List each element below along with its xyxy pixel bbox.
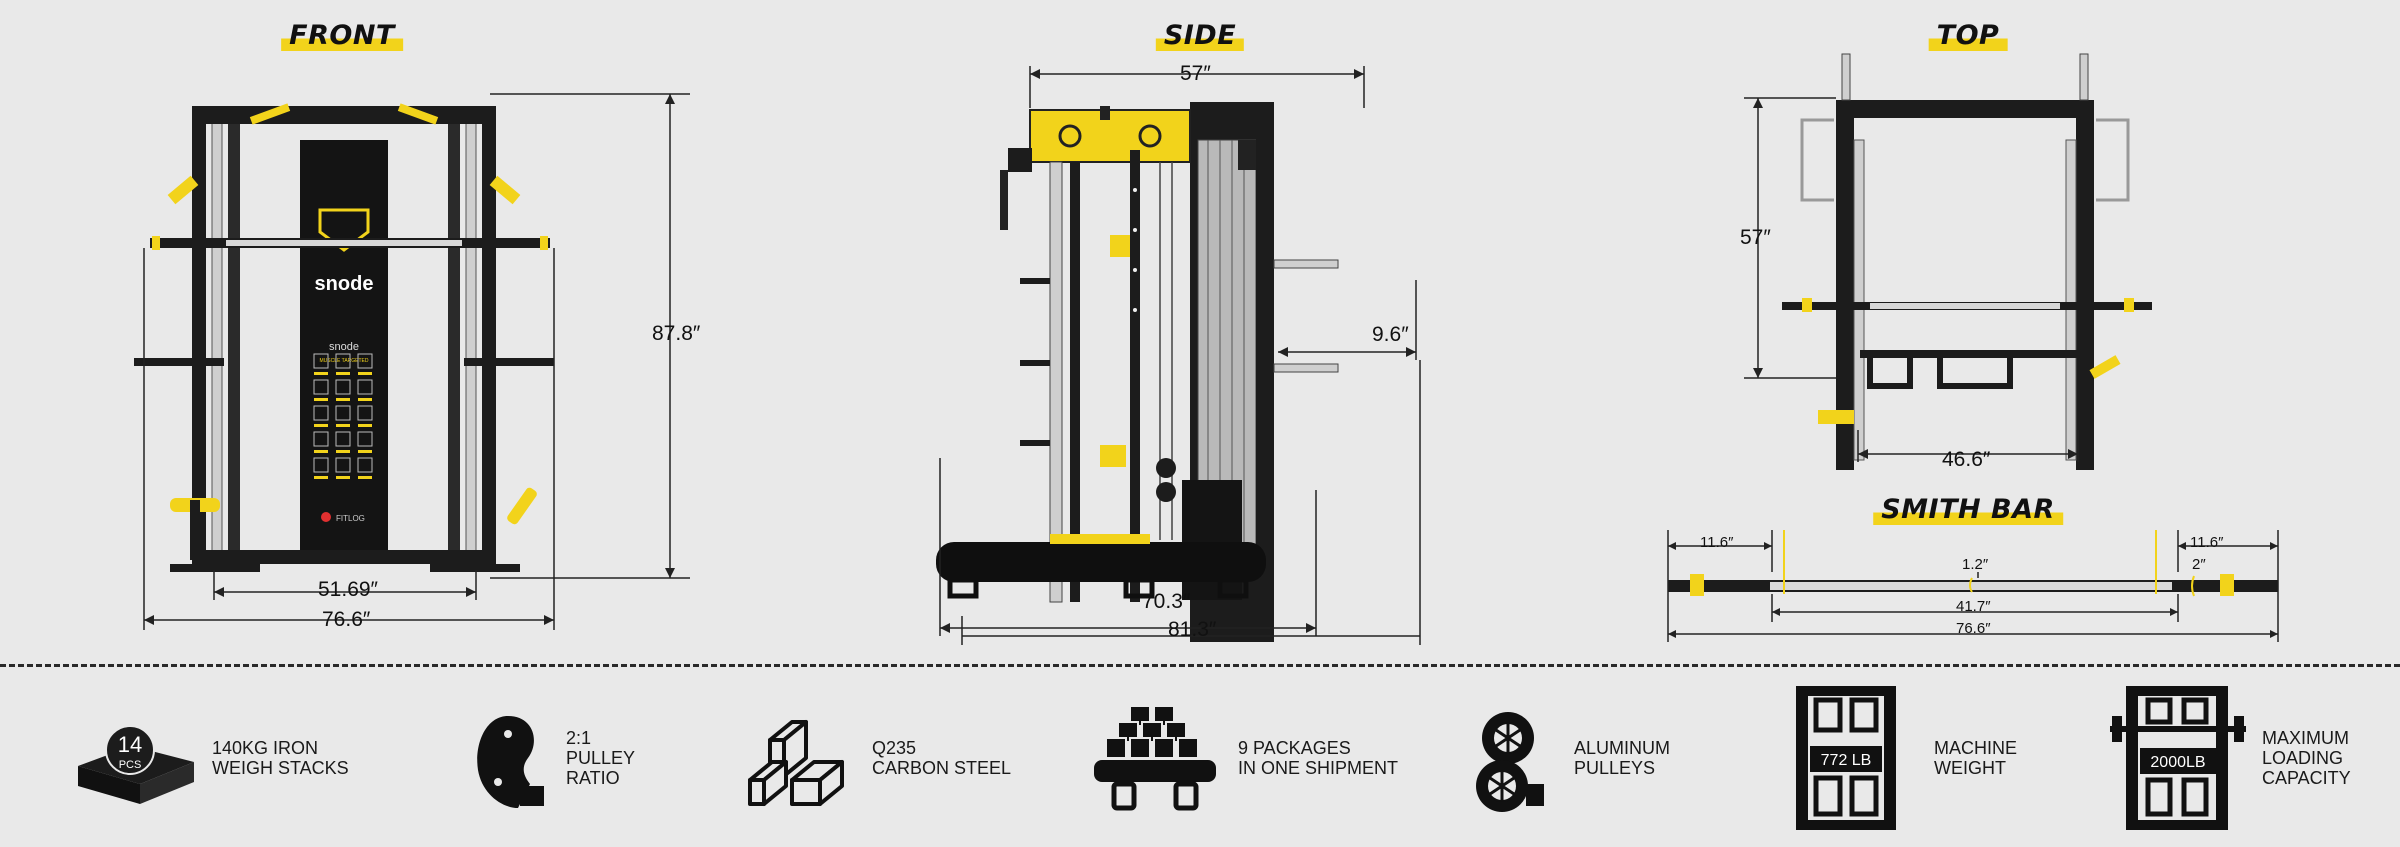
front-panel-subtitle: MUSCLE TARGETED [320, 358, 369, 364]
side-total-depth-dim: 81.3″ [1168, 618, 1217, 641]
front-panel-small-logo: snode [329, 341, 359, 353]
front-panel-logo: snode [315, 273, 374, 295]
smith-bar-title: SMITH BAR [1873, 494, 2063, 525]
machine-weight-value: 772 LB [1821, 752, 1872, 769]
front-outer-width-dim: 76.6″ [322, 608, 371, 631]
machine-weight-icon: 772 LB [1796, 686, 1896, 830]
top-view-title: TOP [1928, 20, 2008, 51]
smith-shaft-length-dim: 41.7″ [1956, 598, 1991, 615]
front-view-title: FRONT [281, 20, 403, 51]
side-base-depth-dim: 70.3″ [1142, 590, 1191, 613]
front-inner-width-dim: 51.69″ [318, 578, 378, 601]
smith-sleeve-diameter-dim: 2″ [2192, 556, 2206, 573]
aluminum-pulleys-icon [1476, 712, 1544, 812]
smith-right-sleeve-dim: 11.6″ [2190, 534, 2224, 551]
weight-stack-icon: 14 PCS [78, 725, 194, 804]
smith-total-length-dim: 76.6″ [1956, 620, 1991, 637]
side-view-drawing [936, 66, 1421, 645]
front-view-drawing: snode snode MUSCLE TARGETED FITLOG [134, 93, 690, 630]
top-depth-dim: 57″ [1740, 226, 1771, 249]
front-height-dim: 87.8″ [652, 322, 701, 345]
steel-beams-icon [748, 720, 844, 806]
weight-stack-unit: PCS [119, 759, 142, 771]
pulley-ratio-icon [477, 716, 544, 808]
side-top-depth-dim: 57″ [1180, 62, 1211, 85]
side-view-title: SIDE [1155, 20, 1245, 51]
section-divider [0, 664, 2400, 667]
smith-shaft-diameter-dim: 1.2″ [1962, 556, 1989, 573]
top-view-drawing [1744, 53, 2152, 470]
smith-left-sleeve-dim: 11.6″ [1700, 534, 1734, 551]
front-panel-badge: FITLOG [336, 514, 365, 523]
side-plate-post-dim: 9.6″ [1372, 323, 1409, 346]
max-capacity-icon: 2000LB [2110, 686, 2246, 830]
smith-bar-drawing [1667, 530, 2279, 642]
packages-icon [1094, 705, 1216, 811]
top-width-dim: 46.6″ [1942, 448, 1991, 471]
max-capacity-value: 2000LB [2150, 754, 2205, 771]
weight-stack-count: 14 [118, 732, 142, 757]
